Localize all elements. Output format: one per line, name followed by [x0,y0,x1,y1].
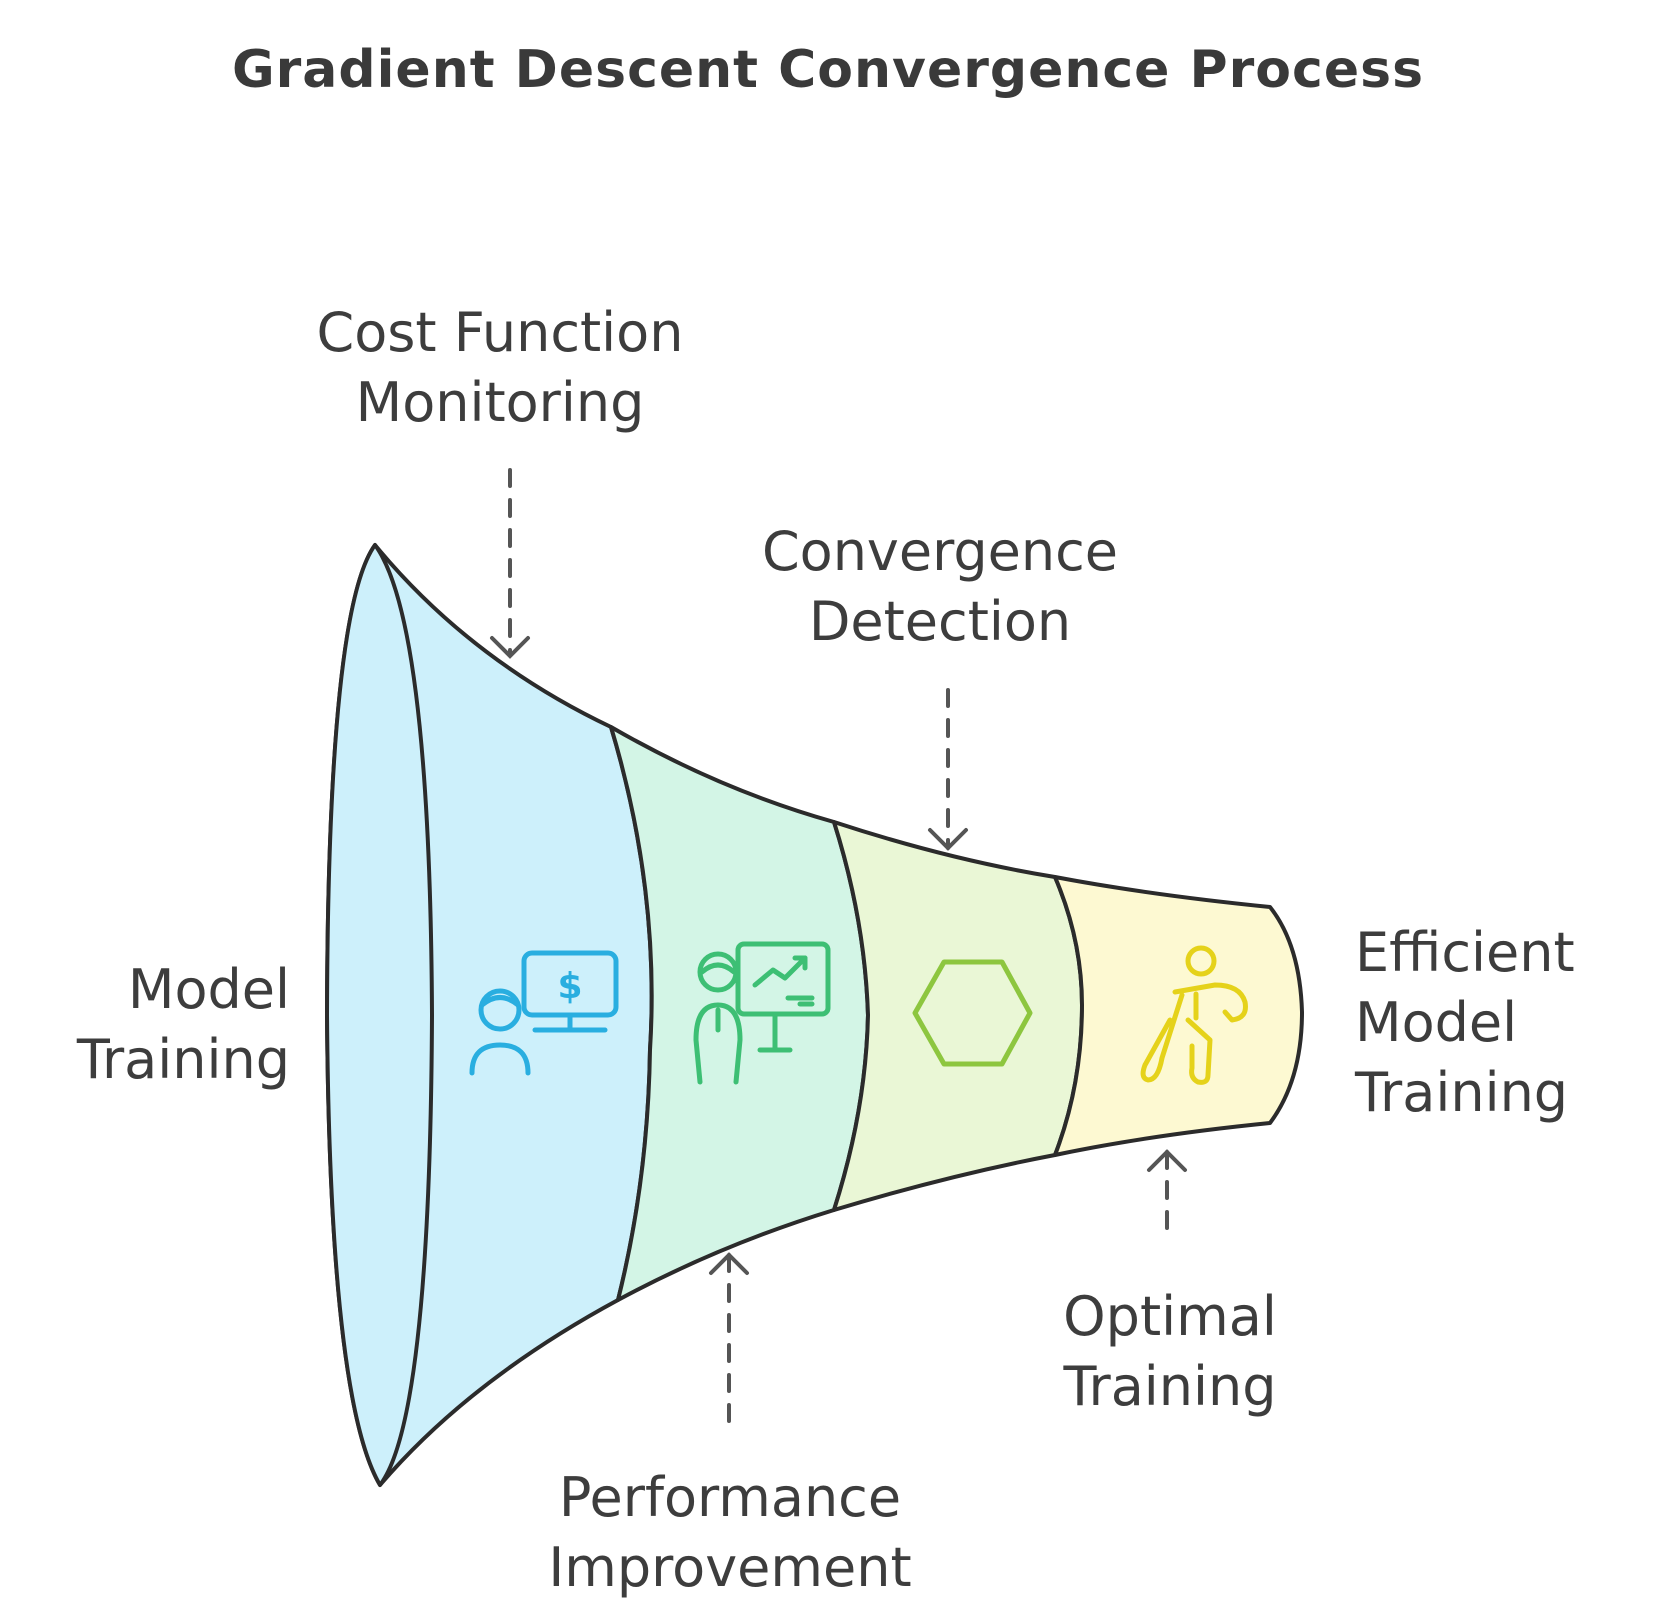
arrow-optimal [1147,1149,1187,1244]
label-model-training: Model Training [76,958,290,1091]
funnel-mouth [325,543,434,1487]
label-optimal-training: Optimal Training [1063,1285,1277,1418]
label-cost-function-monitoring: Cost Function Monitoring [316,301,684,434]
athlete-icon [1140,945,1248,1085]
hexagon-icon [912,959,1033,1067]
diagram-title: Gradient Descent Convergence Process [231,40,1425,100]
label-performance-improvement: Performance Improvement [548,1466,912,1599]
funnel-stage-3 [832,820,1084,1212]
arrow-convergence [928,688,968,851]
arrow-cost-function [490,468,530,659]
label-convergence-detection: Convergence Detection [761,520,1119,653]
presenter-chart-icon [693,941,831,1085]
svg-text:$: $ [557,966,582,1007]
arrow-performance [709,1252,749,1430]
funnel-stage-4 [1053,875,1304,1157]
label-efficient-model-training: Efficient Model Training [1355,921,1575,1124]
presenter-money-icon: $ [469,950,619,1076]
